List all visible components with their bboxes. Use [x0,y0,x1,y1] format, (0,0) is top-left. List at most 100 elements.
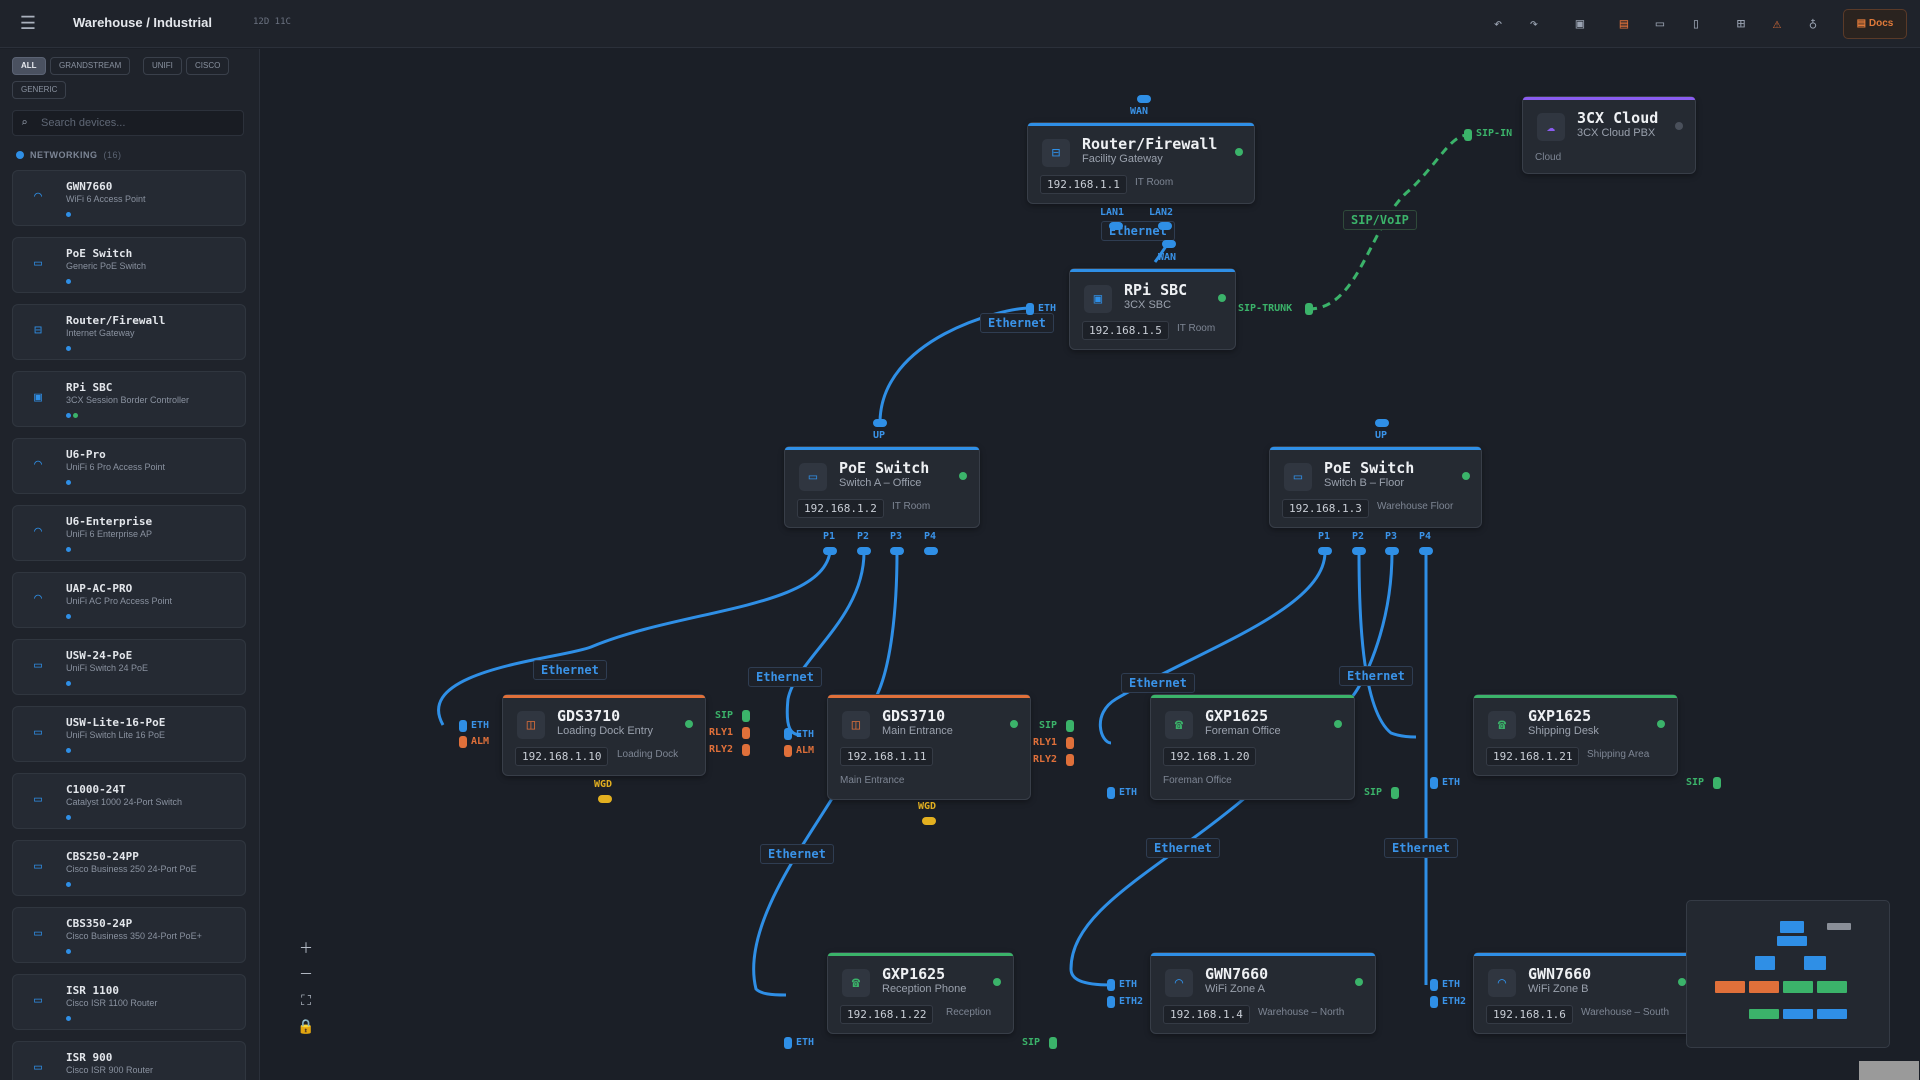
gds1-rly1-handle[interactable] [742,727,750,739]
gxp3-eth-handle[interactable] [784,1037,792,1049]
gxp1-eth-handle[interactable] [1107,787,1115,799]
search-input[interactable] [41,115,237,131]
docs-button[interactable]: ▤ Docs [1843,9,1907,39]
gds2-wgd-handle[interactable] [922,817,936,825]
sbc-trunk-handle[interactable] [1305,303,1313,315]
node-router-firewall[interactable]: ⊟ Router/Firewall Facility Gateway 192.1… [1027,122,1255,204]
swa-up-handle[interactable] [873,419,887,427]
node-poe-switch-a[interactable]: ▭ PoE Switch Switch A – Office 192.168.1… [784,446,980,528]
node-gxp1625-foreman[interactable]: ☎ GXP1625 Foreman Office 192.168.1.20 Fo… [1150,694,1355,800]
undo-icon[interactable]: ↶ [1493,16,1503,32]
gds2-sip-handle[interactable] [1066,720,1074,732]
node-gxp1625-reception[interactable]: ☎ GXP1625 Reception Phone 192.168.1.22 R… [827,952,1014,1034]
router-lan1-handle[interactable] [1109,222,1123,230]
image-icon[interactable]: ▣ [1575,16,1585,32]
sbc-eth-handle[interactable] [1026,303,1034,315]
bulb-icon[interactable]: ♁ [1808,16,1818,32]
filter-unifi[interactable]: UNIFI [143,57,182,75]
cloud-sip-in-handle[interactable] [1464,129,1472,141]
gxp2-eth-handle[interactable] [1430,777,1438,789]
gds2-eth-handle[interactable] [784,728,792,740]
swb-p2-handle[interactable] [1352,547,1366,555]
edge-label-sbc-swa[interactable]: Ethernet [980,313,1054,333]
node-3cx-cloud[interactable]: ☁ 3CX Cloud 3CX Cloud PBX Cloud [1522,96,1696,174]
gds2-rly1-handle[interactable] [1066,737,1074,749]
swb-p1-handle[interactable] [1318,547,1332,555]
ap2-eth-handle[interactable] [1430,979,1438,991]
swb-p4-handle[interactable] [1419,547,1433,555]
router-lan2-handle[interactable] [1158,222,1172,230]
edge-label-swb-gxp1[interactable]: Ethernet [1121,673,1195,693]
minimap[interactable] [1686,900,1890,1048]
node-rpi-sbc[interactable]: ▣ RPi SBC 3CX SBC 192.168.1.5 IT Room [1069,268,1236,350]
edge-label-swb-ap2[interactable]: Ethernet [1384,838,1458,858]
gds1-wgd-handle[interactable] [598,795,612,803]
lock-icon[interactable]: 🔒 [297,1019,315,1035]
router-wan-handle[interactable] [1137,95,1151,103]
gds1-alm-handle[interactable] [459,736,467,748]
swa-p4-handle[interactable] [924,547,938,555]
edge-label-swa-gds2[interactable]: Ethernet [748,667,822,687]
edge-label-swb-gxp2[interactable]: Ethernet [1339,666,1413,686]
scrollbar-thumb[interactable] [1859,1061,1919,1080]
gds2-alm-handle[interactable] [784,745,792,757]
zoom-in-icon[interactable]: ＋ [299,941,313,957]
node-gwn7660-zone-b[interactable]: ◠ GWN7660 WiFi Zone B 192.168.1.6 Wareho… [1473,952,1699,1034]
node-gxp1625-shipping[interactable]: ☎ GXP1625 Shipping Desk 192.168.1.21 Shi… [1473,694,1678,776]
sbc-wan-handle[interactable] [1162,240,1176,248]
gds1-rly2-handle[interactable] [742,744,750,756]
swa-p2-handle[interactable] [857,547,871,555]
redo-icon[interactable]: ↷ [1529,16,1539,32]
folder-icon[interactable]: ▭ [1655,16,1665,32]
filter-cisco[interactable]: CISCO [186,57,230,75]
edge-label-sip-voip[interactable]: SIP/VoIP [1343,210,1417,230]
hamburger-icon[interactable]: ☰ [19,13,37,34]
swa-p1-handle[interactable] [823,547,837,555]
swb-p3-handle[interactable] [1385,547,1399,555]
edge-label-gxp1-ap1[interactable]: Ethernet [1146,838,1220,858]
node-gwn7660-zone-a[interactable]: ◠ GWN7660 WiFi Zone A 192.168.1.4 Wareho… [1150,952,1376,1034]
gds2-rly2-handle[interactable] [1066,754,1074,766]
filter-grandstream[interactable]: GRANDSTREAM [50,57,131,75]
fit-view-icon[interactable]: ⛶ [301,993,311,1009]
gxp3-sip-handle[interactable] [1049,1037,1057,1049]
node-gds3710-loading-dock[interactable]: ◫ GDS3710 Loading Dock Entry 192.168.1.1… [502,694,706,776]
edge-label-swa-gds1[interactable]: Ethernet [533,660,607,680]
grid-icon[interactable]: ⊞ [1736,16,1746,32]
gds1-eth-handle[interactable] [459,720,467,732]
ap1-eth2-handle[interactable] [1107,996,1115,1008]
edge-label-gds2-gxp3[interactable]: Ethernet [760,844,834,864]
zoom-out-icon[interactable]: － [299,967,313,983]
gxp2-sip-handle[interactable] [1713,777,1721,789]
ap2-eth2-handle[interactable] [1430,996,1438,1008]
gds1-sip-handle[interactable] [742,710,750,722]
filter-all[interactable]: ALL [12,57,46,75]
node-gds3710-main-entrance[interactable]: ◫ GDS3710 Main Entrance 192.168.1.11 Mai… [827,694,1031,800]
gxp1-sip-handle[interactable] [1391,787,1399,799]
diagram-canvas[interactable]: Ethernet Ethernet SIP/VoIP Ethernet Ethe… [261,49,1920,1080]
document-icon[interactable]: ▯ [1691,16,1701,32]
node-location: IT Room [1177,323,1216,334]
node-poe-switch-b[interactable]: ▭ PoE Switch Switch B – Floor 192.168.1.… [1269,446,1482,528]
section-networking[interactable]: NETWORKING(16) [16,150,122,160]
swa-p3-handle[interactable] [890,547,904,555]
filter-generic[interactable]: GENERIC [12,81,67,99]
pdf-file-icon[interactable]: ▤ [1619,16,1629,32]
ap1-eth-handle[interactable] [1107,979,1115,991]
warning-icon[interactable]: ⚠ [1772,16,1782,32]
swb-up-handle[interactable] [1375,419,1389,427]
